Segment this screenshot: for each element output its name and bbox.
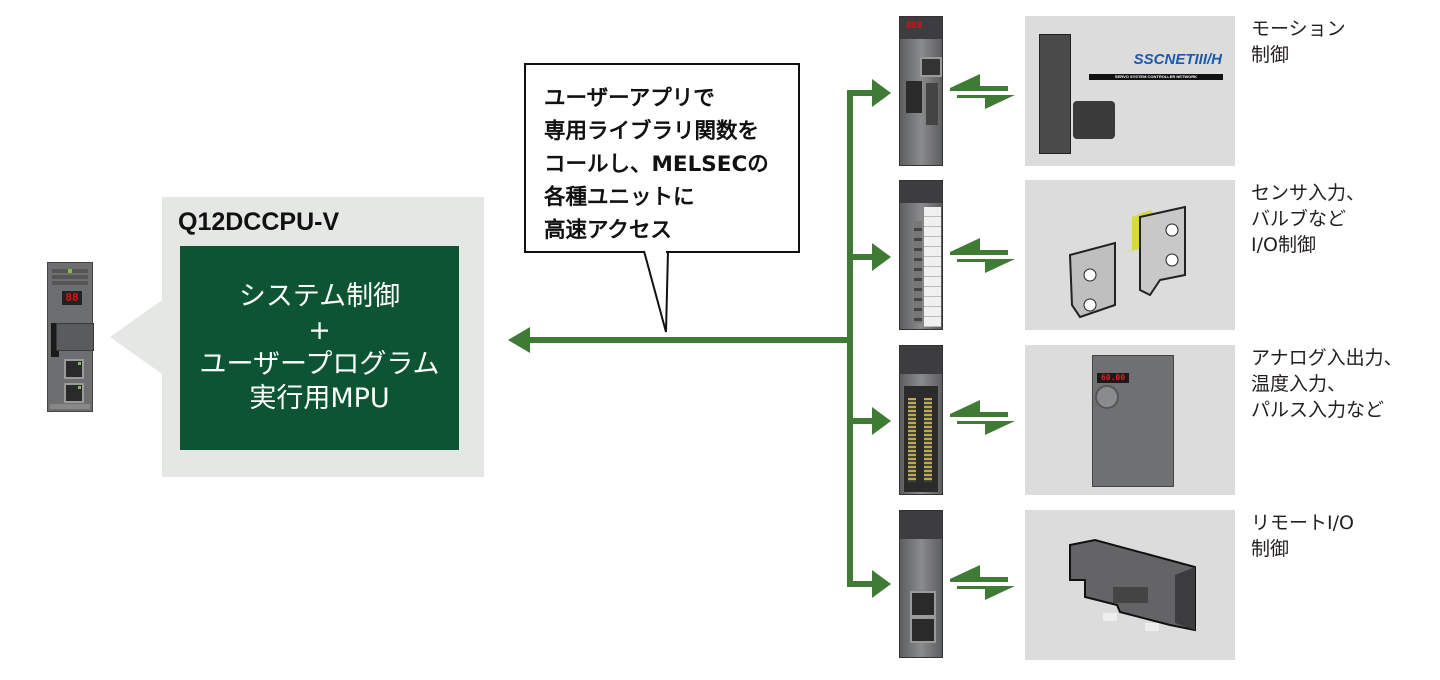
cpu-module-device-icon: 88 <box>47 262 94 412</box>
pin-header-right-icon <box>924 398 932 482</box>
product-card-motion: SSCNETIII/H SERVO SYSTEM CONTROLLER NETW… <box>1025 16 1235 166</box>
branch-line-motion <box>847 90 874 96</box>
photoelectric-sensor-icon <box>1068 205 1186 319</box>
unit-label-line: 温度入力、 <box>1251 373 1347 395</box>
inverter-dial-icon <box>1095 385 1119 409</box>
servo-amplifier-module-icon: 888 <box>899 16 943 166</box>
cpu-function-line: + <box>308 315 331 346</box>
cpu-function-line: ユーザープログラム <box>199 349 440 380</box>
callout-line: ユーザーアプリで <box>544 86 715 111</box>
branch-arrow-remote-io <box>872 570 891 598</box>
branch-arrow-motion <box>872 79 891 107</box>
callout-line: 専用ライブラリ関数を <box>544 119 760 144</box>
cpu-function-box: システム制御 + ユーザープログラム 実行用MPU <box>180 246 459 450</box>
callout-line: コールし、MELSECの <box>544 152 769 177</box>
product-card-analog: 60.00 <box>1025 345 1235 495</box>
unit-label-line: センサ入力、 <box>1251 182 1366 204</box>
cpu-function-line: システム制御 <box>238 281 401 312</box>
product-card-io <box>1025 180 1235 330</box>
servo-amplifier-icon <box>1039 34 1071 154</box>
branch-line-io <box>847 254 874 260</box>
usb-port-cover <box>56 323 94 351</box>
module-top-cap <box>900 17 942 39</box>
callout-line: 各種ユニットに <box>544 185 695 210</box>
io-connector-icon <box>926 83 938 125</box>
unit-label-analog: アナログ入出力、 温度入力、 パルス入力など <box>1251 345 1403 423</box>
unit-label-line: バルブなど <box>1251 208 1347 230</box>
io-terminal-module-icon <box>899 180 943 330</box>
callout-line: 高速アクセス <box>544 218 672 243</box>
callout-text: ユーザーアプリで 専用ライブラリ関数を コールし、MELSECの 各種ユニットに… <box>544 82 769 247</box>
module-top-cap <box>900 181 942 203</box>
unit-label-line: I/O制御 <box>1251 234 1316 256</box>
sd-card-slot <box>51 323 59 357</box>
network-module-icon <box>899 510 943 658</box>
ethernet-port-1-icon <box>64 359 84 379</box>
bus-main-line <box>528 337 850 343</box>
branch-line-analog <box>847 418 874 424</box>
inverter-display: 60.00 <box>1097 373 1129 383</box>
cpu-function-line: 実行用MPU <box>249 383 390 414</box>
callout-box <box>524 63 800 253</box>
status-led-row <box>52 275 88 279</box>
branch-arrow-analog <box>872 407 891 435</box>
status-led-row <box>52 281 88 285</box>
module-top-cap <box>900 511 942 539</box>
status-led-row <box>52 269 88 273</box>
bidirectional-arrow-icon <box>950 238 1015 273</box>
callout-tail <box>643 250 669 333</box>
bus-arrow-left <box>508 327 530 353</box>
terminal-screws-icon <box>914 221 922 323</box>
sscnet-logo-subtitle: SERVO SYSTEM CONTROLLER NETWORK <box>1089 74 1223 80</box>
pin-header-left-icon <box>908 398 916 482</box>
ethernet-port-icon <box>920 57 942 77</box>
sscnet-logo: SSCNETIII/H <box>1133 51 1222 68</box>
connector-port-icon <box>906 81 922 113</box>
unit-label-line: アナログ入出力、 <box>1251 347 1403 369</box>
connector-module-icon <box>899 345 943 495</box>
branch-arrow-io <box>872 243 891 271</box>
bus-trunk-line <box>847 90 853 587</box>
ethernet-port-icon <box>910 617 936 643</box>
ethernet-port-2-icon <box>64 383 84 403</box>
bidirectional-arrow-icon <box>950 400 1015 435</box>
servo-display: 888 <box>906 21 923 31</box>
branch-line-remote-io <box>847 581 874 587</box>
unit-label-line: パルス入力など <box>1251 399 1385 421</box>
cpu-model-title: Q12DCCPU-V <box>178 208 340 236</box>
unit-label-line: リモートI/O <box>1251 512 1354 534</box>
unit-label-io: センサ入力、 バルブなど I/O制御 <box>1251 180 1365 258</box>
product-card-remote-io <box>1025 510 1235 660</box>
cpu-seven-segment-display: 88 <box>62 291 82 305</box>
unit-label-line: モーション <box>1251 18 1346 40</box>
unit-label-motion: モーション 制御 <box>1251 16 1346 68</box>
terminal-block-icon <box>924 207 941 327</box>
bidirectional-arrow-icon <box>950 565 1015 600</box>
servo-motor-icon <box>1073 101 1115 139</box>
unit-label-line: 制御 <box>1251 44 1290 66</box>
unit-label-remote-io: リモートI/O 制御 <box>1251 510 1354 562</box>
module-top-cap <box>900 346 942 374</box>
bidirectional-arrow-icon <box>950 74 1015 109</box>
cpu-panel-pointer <box>110 300 162 374</box>
ethernet-port-icon <box>910 591 936 617</box>
remote-io-block-icon <box>1069 538 1196 632</box>
unit-label-line: 制御 <box>1251 538 1290 560</box>
model-label-strip <box>50 404 90 409</box>
